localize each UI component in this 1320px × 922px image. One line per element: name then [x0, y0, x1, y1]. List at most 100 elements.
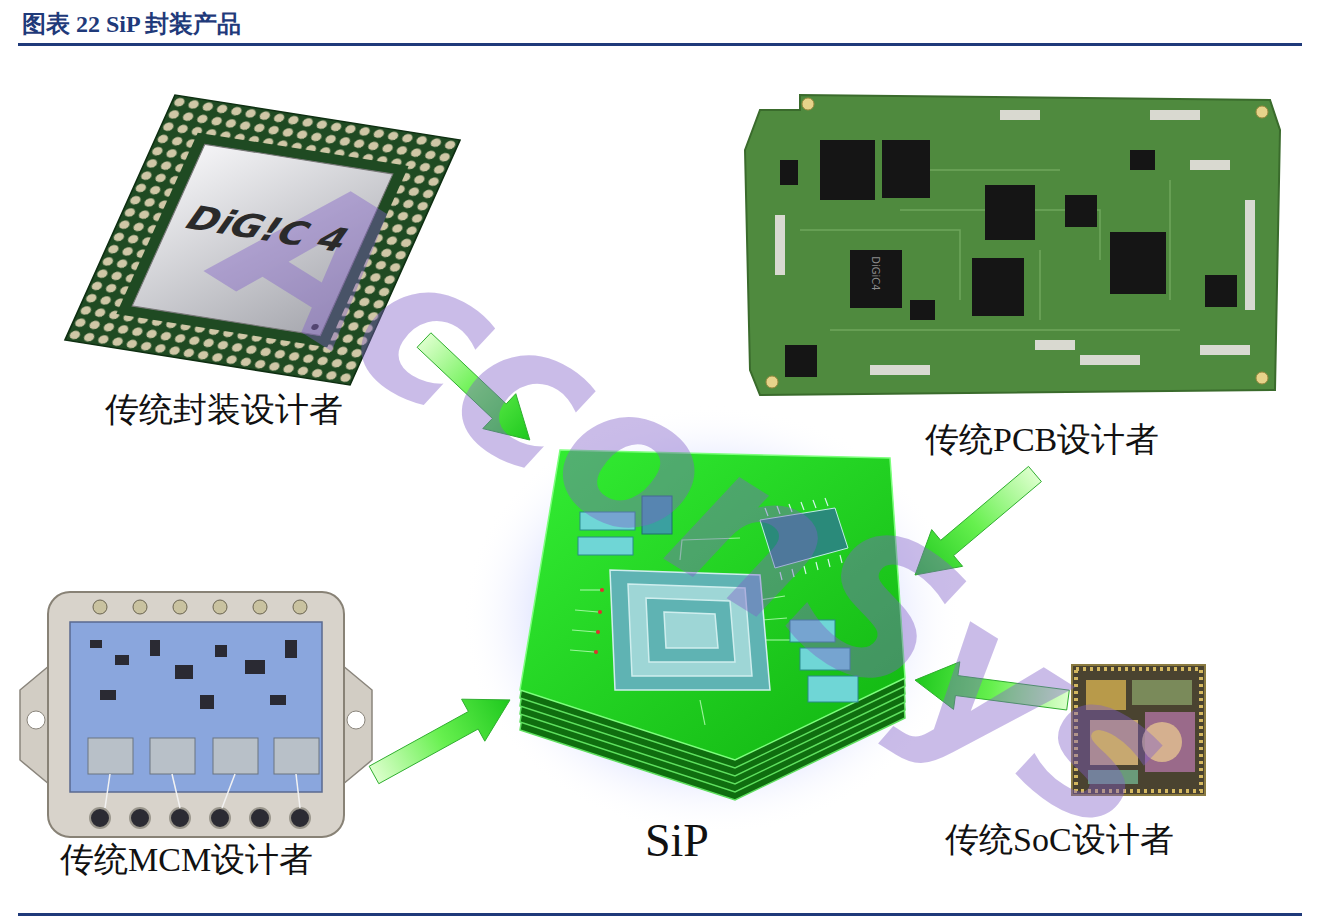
mcm-module-part-part — [130, 808, 150, 828]
title-rule — [18, 43, 1302, 46]
pcb-board-part-part — [1110, 232, 1166, 294]
sip-module-part-part — [700, 700, 705, 725]
node-caption: 传统MCM设计者 — [60, 840, 313, 879]
mcm-module-part-part — [170, 808, 190, 828]
pcb-board-part-part — [985, 185, 1035, 240]
mcm-module-part — [70, 622, 322, 792]
mcm-module-part-part — [290, 808, 310, 828]
sip-module-part-part — [600, 588, 604, 592]
mcm-module-part — [20, 665, 50, 785]
pcb-board-part-part — [820, 140, 875, 200]
pcb-board-part-part — [1190, 160, 1230, 170]
mcm-module-part-part — [88, 738, 133, 774]
sip-module-part-part — [570, 650, 594, 652]
mcm-module — [20, 592, 372, 837]
pcb-board-part-part — [1256, 106, 1268, 118]
mcm-module-part-part — [90, 640, 102, 648]
pcb-board-part-part — [785, 345, 817, 377]
pcb-board-part-part — [1000, 110, 1040, 120]
mcm-module-part — [105, 774, 300, 808]
mcm-image: 传统MCM设计者 — [20, 590, 370, 835]
node-caption: 传统PCB设计者 — [925, 420, 1159, 459]
sip-module-part-part — [580, 589, 600, 590]
package-image: 传统封装设计者 — [60, 95, 420, 385]
mcm-module-part-part — [253, 600, 267, 614]
mcm-module-part-part — [90, 808, 110, 828]
pcb-board-part-part — [802, 98, 814, 110]
mcm-module-part — [27, 711, 45, 729]
pcb-board-part-part — [910, 300, 935, 320]
sip-module-part-part — [598, 610, 602, 614]
pcb-board-part-part — [850, 250, 902, 308]
flow-arrow — [369, 699, 510, 784]
mcm-module-part-part — [100, 690, 116, 700]
mcm-module-part — [90, 640, 297, 709]
mcm-module-part-part — [172, 774, 180, 808]
pcb-board-part-part — [1035, 340, 1075, 350]
pcb-board-part-part — [1150, 110, 1200, 120]
chip-marking: DiG!C 4 — [164, 196, 369, 264]
node-caption: 传统SoC设计者 — [945, 820, 1174, 859]
mcm-module-part — [48, 592, 344, 837]
mcm-module-part — [342, 665, 372, 785]
pcb-board-part-part — [870, 365, 930, 375]
sip-module-part-part — [572, 630, 596, 632]
mcm-module-part-part — [274, 738, 319, 774]
bottom-rule — [18, 913, 1302, 916]
pcb-board-part-part — [775, 215, 785, 275]
soc-image: 传统SoC设计者 — [1072, 665, 1205, 795]
pcb-board-part-part — [1065, 195, 1097, 227]
mcm-module-part — [93, 600, 307, 614]
mcm-module-part-part — [213, 600, 227, 614]
mcm-module-part-part — [270, 695, 286, 705]
mcm-module-part-part — [173, 600, 187, 614]
mcm-module-part-part — [150, 738, 195, 774]
pcb-board-part — [780, 140, 1237, 377]
mcm-module-part — [90, 808, 310, 828]
pcb-board-part-part — [1080, 355, 1140, 365]
pcb-board-part-part — [1256, 372, 1268, 384]
sip-image: SiP — [510, 440, 915, 800]
pcb-board-part-part — [830, 329, 1180, 331]
mcm-module-part-part — [245, 660, 265, 674]
mcm-module-part-part — [133, 600, 147, 614]
sip-module-part-part — [596, 630, 600, 634]
pcb-board-part-part — [1039, 250, 1041, 320]
mcm-module-part-part — [293, 600, 307, 614]
pcb-board-part-part — [1169, 180, 1171, 300]
pcb-board-part-part — [800, 230, 960, 300]
mcm-module-part-part — [93, 600, 107, 614]
mcm-module-part-part — [222, 774, 235, 808]
mcm-module-part-part — [210, 808, 230, 828]
pcb-board-part-part — [930, 169, 1060, 171]
chip-marking: DiGiC4 — [870, 256, 881, 290]
sip-module-part-part — [594, 650, 598, 654]
pcb-image: 传统PCB设计者 — [745, 95, 1280, 470]
node-caption: SiP — [645, 815, 709, 868]
mcm-module-part-part — [200, 695, 214, 709]
pcb-board-part — [745, 95, 1280, 395]
sip-module-part-part — [575, 610, 598, 612]
pcb-board-part — [766, 98, 1268, 388]
mcm-module-part-part — [105, 774, 110, 808]
pcb-board-part-part — [766, 376, 778, 388]
pcb-board-part-part — [1130, 150, 1155, 170]
mcm-module-part-part — [285, 640, 297, 658]
pcb-board-part-part — [780, 160, 798, 185]
mcm-module-part-part — [175, 665, 193, 679]
node-caption: 传统封装设计者 — [105, 390, 343, 429]
pcb-board-part-part — [1245, 200, 1255, 310]
pcb-board — [745, 95, 1280, 395]
figure-title: 图表 22 SiP 封装产品 — [22, 8, 241, 40]
mcm-module-part-part — [115, 655, 129, 665]
pcb-board-part-part — [1200, 345, 1250, 355]
mcm-module-part-part — [296, 774, 300, 808]
mcm-module-part-part — [213, 738, 258, 774]
pcb-board-part-part — [882, 140, 930, 198]
pcb-board-part-part — [1205, 275, 1237, 307]
mcm-module-part — [347, 711, 365, 729]
mcm-module-part — [88, 738, 319, 774]
pcb-board-part — [775, 110, 1255, 375]
mcm-module-part-part — [250, 808, 270, 828]
